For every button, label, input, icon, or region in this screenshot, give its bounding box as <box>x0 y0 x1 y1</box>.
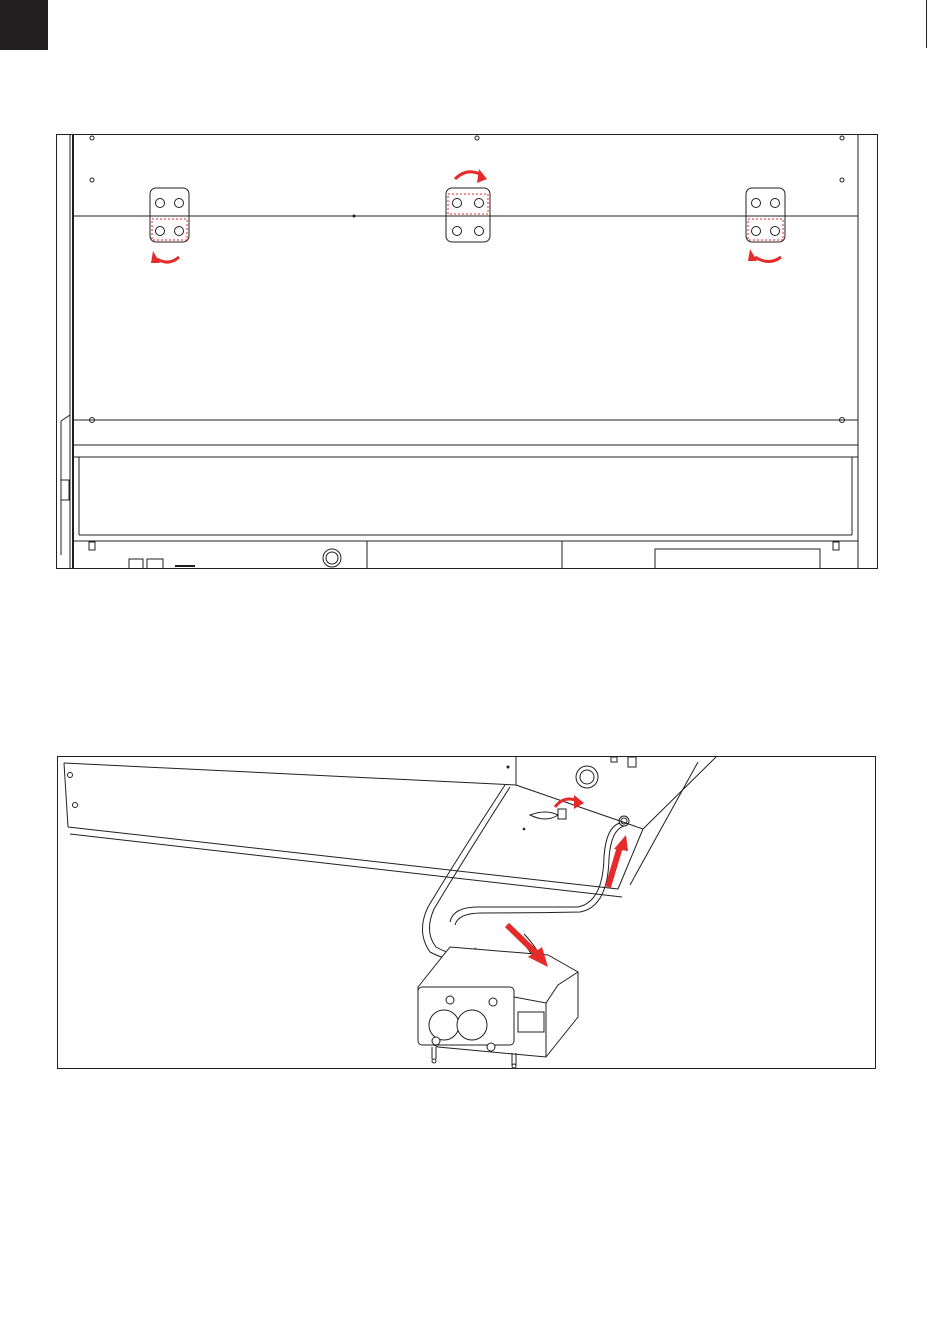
tilted-panel <box>64 757 716 897</box>
page-corner-tab <box>0 0 48 50</box>
hinge-bracket-center <box>446 188 490 242</box>
pump-installation-figure <box>57 756 876 1069</box>
crop-mark <box>926 0 927 48</box>
hinge-bracket-left <box>150 188 189 242</box>
hinge-panel-figure <box>56 134 878 569</box>
curved-arrow-counterclockwise-icon <box>151 251 179 263</box>
pump-unit <box>418 947 578 1068</box>
hinge-bracket-right <box>746 188 785 242</box>
panel-bottom-details <box>89 541 839 568</box>
panel-screws <box>90 136 845 423</box>
curved-arrow-clockwise-icon <box>455 169 487 183</box>
curved-arrow-counterclockwise-icon <box>748 249 781 262</box>
